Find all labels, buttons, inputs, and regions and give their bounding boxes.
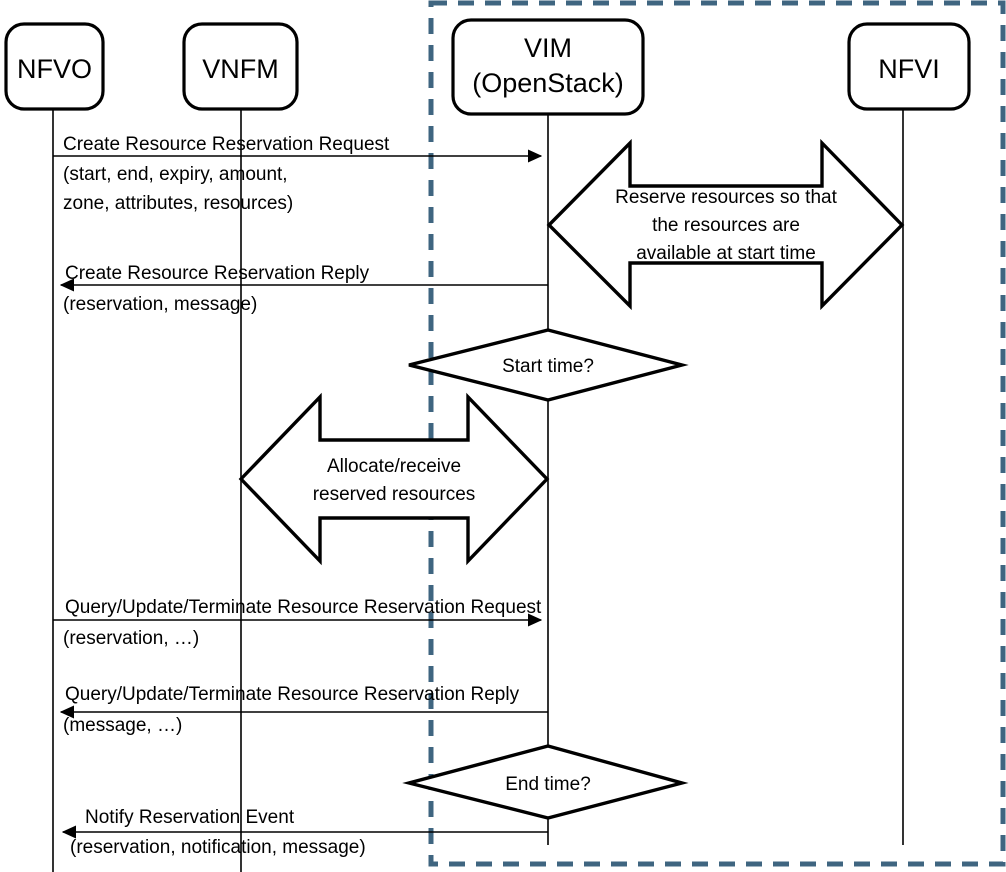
decision-start-time[interactable]: Start time?	[408, 328, 689, 402]
actor-label-nfvi: NFVI	[878, 54, 940, 84]
actor-box-nfvo-rect	[4, 22, 105, 111]
message-create-reply[interactable]: Create Resource Reservation Reply (reser…	[59, 263, 548, 315]
actor-box-vnfm-rect	[182, 22, 299, 111]
message-qut-request-line2: (reservation, …)	[63, 628, 199, 649]
vim-scope-boundary	[428, 0, 1006, 867]
decision-start-time-label: Start time?	[502, 356, 594, 377]
actor-label-vim: VIM	[524, 33, 572, 63]
message-create-request-line3: zone, attributes, resources)	[63, 193, 293, 214]
decision-end-time-label: End time?	[505, 774, 591, 795]
message-qut-request[interactable]: Query/Update/Terminate Resource Reservat…	[53, 597, 543, 649]
message-qut-reply-line2: (message, …)	[63, 715, 182, 736]
actor-label-vnfm: VNFM	[202, 54, 279, 84]
message-create-reply-line1: Create Resource Reservation Reply	[65, 263, 370, 284]
message-notify-event[interactable]: Notify Reservation Event (reservation, n…	[61, 807, 548, 858]
block-arrow-reserve-resources[interactable]: Reserve resources so that the resources …	[546, 138, 905, 311]
message-notify-event-line2: (reservation, notification, message)	[70, 837, 366, 858]
message-create-request-line1: Create Resource Reservation Request	[63, 134, 390, 155]
block-arrow-reserve-resources-shape	[546, 138, 905, 311]
message-create-reply-line2: (reservation, message)	[63, 294, 257, 315]
message-notify-event-line1: Notify Reservation Event	[85, 807, 295, 828]
actor-box-vim[interactable]: VIM (OpenStack)	[451, 18, 645, 116]
actor-box-nfvo[interactable]: NFVO	[4, 22, 105, 111]
message-create-request-line2: (start, end, expiry, amount,	[63, 164, 288, 185]
decision-end-time[interactable]: End time?	[402, 744, 689, 820]
actor-box-nfvi-rect	[847, 22, 971, 111]
actor-label-vim-sub: (OpenStack)	[472, 68, 624, 98]
block-arrow-reserve-resources-line2: the resources are	[652, 215, 800, 236]
actor-box-vnfm[interactable]: VNFM	[182, 22, 299, 111]
decision-end-time-shape	[402, 744, 689, 820]
block-arrow-allocate-reserved-line1: Allocate/receive	[327, 456, 461, 477]
message-create-request[interactable]: Create Resource Reservation Request (sta…	[53, 134, 543, 214]
actor-box-vim-rect	[451, 18, 645, 116]
decision-start-time-shape	[408, 328, 689, 402]
block-arrow-allocate-reserved-line2: reserved resources	[313, 484, 476, 505]
actor-label-nfvo: NFVO	[17, 54, 92, 84]
message-qut-reply[interactable]: Query/Update/Terminate Resource Reservat…	[59, 684, 548, 736]
actor-box-nfvi[interactable]: NFVI	[847, 22, 971, 111]
message-qut-reply-line1: Query/Update/Terminate Resource Reservat…	[65, 684, 520, 705]
block-arrow-allocate-reserved[interactable]: Allocate/receive reserved resources	[238, 392, 550, 566]
block-arrow-reserve-resources-line3: available at start time	[636, 243, 816, 264]
block-arrow-reserve-resources-line1: Reserve resources so that	[615, 187, 837, 208]
message-qut-request-line1: Query/Update/Terminate Resource Reservat…	[65, 597, 542, 618]
block-arrow-allocate-reserved-shape	[238, 392, 550, 566]
